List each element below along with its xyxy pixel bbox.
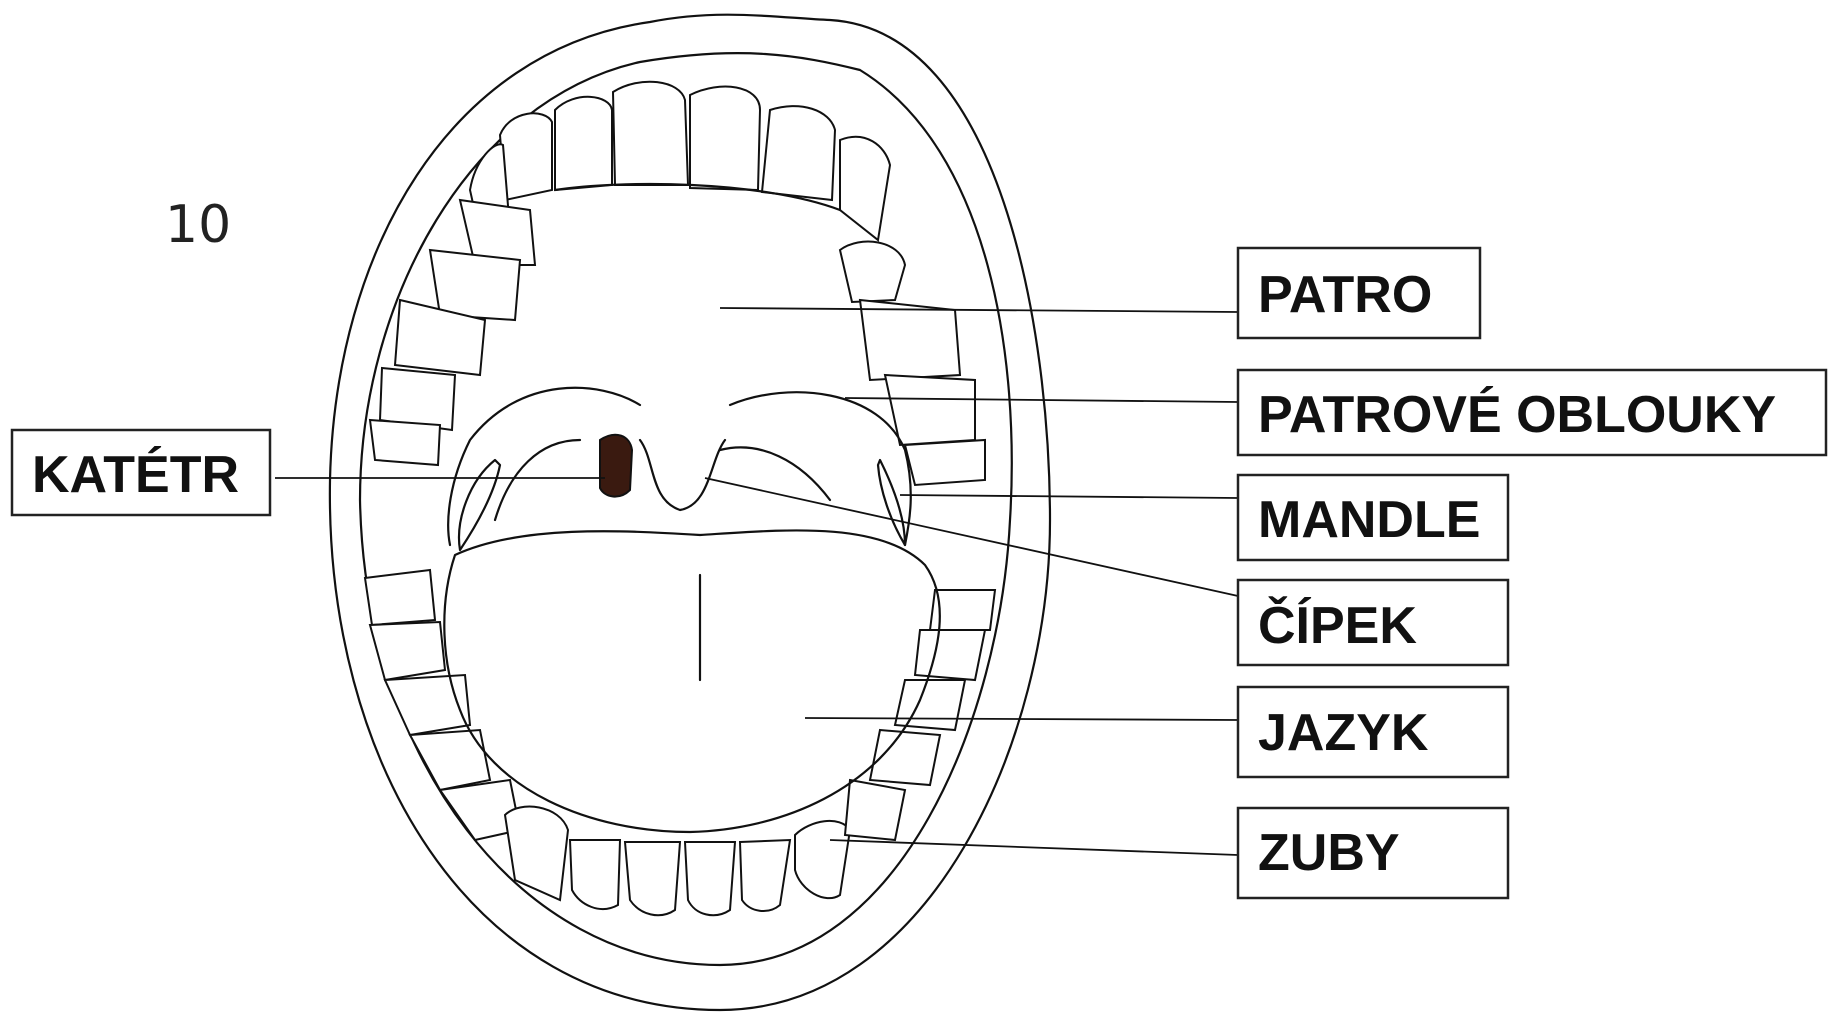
lower-teeth: [365, 570, 995, 915]
label-uvula-text: ČÍPEK: [1258, 596, 1417, 655]
label-palate: PATRO: [1238, 248, 1480, 338]
label-palatal-arches: PATROVÉ OBLOUKY: [1238, 370, 1826, 455]
left-palatal-arch-inner: [495, 440, 580, 520]
uvula-outline: [640, 440, 725, 510]
label-tongue: JAZYK: [1238, 687, 1508, 777]
label-teeth-text: ZUBY: [1258, 824, 1400, 882]
label-tonsils: MANDLE: [1238, 475, 1508, 560]
left-tonsil: [459, 460, 500, 550]
upper-teeth: [370, 82, 985, 485]
right-tonsil: [878, 460, 905, 545]
label-palate-text: PATRO: [1258, 266, 1432, 324]
label-teeth: ZUBY: [1238, 808, 1508, 898]
label-tongue-text: JAZYK: [1258, 704, 1429, 762]
label-tonsils-text: MANDLE: [1258, 491, 1480, 549]
label-palatal-arches-text: PATROVÉ OBLOUKY: [1258, 386, 1776, 444]
page-number: 10: [165, 195, 231, 255]
catheter: [600, 435, 632, 497]
label-catheter: KATÉTR: [12, 430, 270, 515]
label-uvula: ČÍPEK: [1238, 580, 1508, 665]
right-palatal-arch-inner: [720, 447, 830, 500]
label-catheter-text: KATÉTR: [32, 446, 239, 504]
